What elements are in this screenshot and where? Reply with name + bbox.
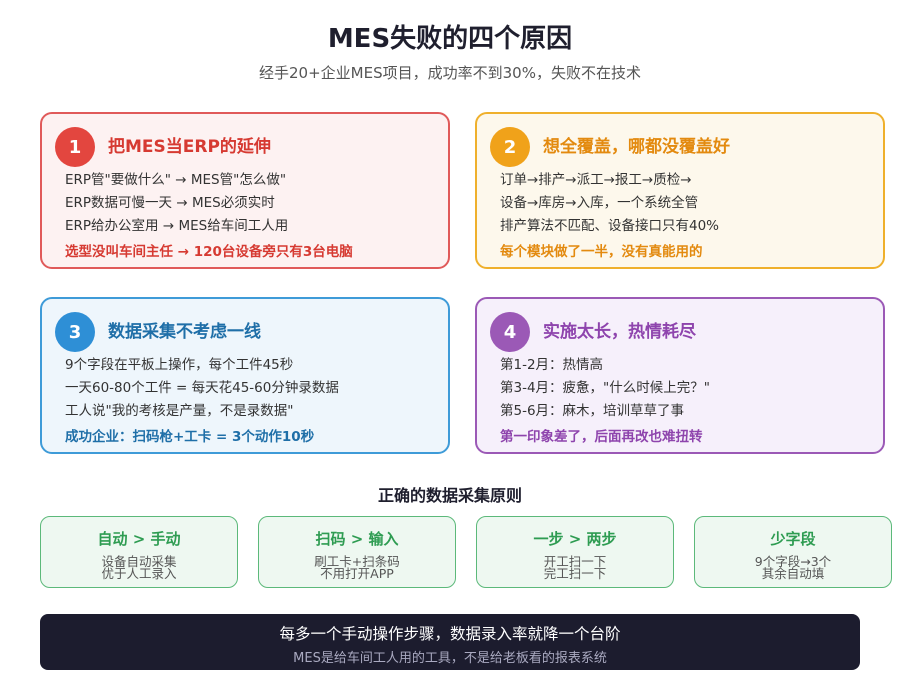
- reason-card-4: 4 实施太长，热情耗尽 第1-2月：热情高 第3-4月：疲惫，"什么时候上完？"…: [475, 297, 885, 454]
- reason-line: ERP管"要做什么" → MES管"怎么做": [65, 172, 287, 188]
- reason-title: 把MES当ERP的延伸: [108, 137, 271, 157]
- principle-title: 少字段: [770, 530, 816, 548]
- reason-line: 第3-4月：疲惫，"什么时候上完？": [500, 380, 710, 396]
- principle-card-one-step: 一步 > 两步 开工扫一下 完工扫一下: [476, 516, 674, 588]
- principle-card-auto: 自动 > 手动 设备自动采集 优于人工录入: [40, 516, 238, 588]
- number-badge: 2: [490, 127, 530, 167]
- principles-title: 正确的数据采集原则: [377, 486, 522, 505]
- principle-title: 自动 > 手动: [97, 530, 181, 548]
- principle-sub-1: 设备自动采集: [101, 554, 177, 569]
- footer-main-text: 每多一个手动操作步骤，数据录入率就降一个台阶: [279, 625, 621, 643]
- principle-card-scan: 扫码 > 输入 刷工卡+扫条码 不用打开APP: [258, 516, 456, 588]
- principle-title: 扫码 > 输入: [315, 530, 399, 548]
- number-badge: 3: [55, 312, 95, 352]
- reason-title: 想全覆盖，哪都没覆盖好: [543, 137, 730, 157]
- reason-line: 工人说"我的考核是产量，不是录数据": [65, 403, 294, 419]
- reason-line: ERP数据可慢一天 → MES必须实时: [65, 195, 275, 211]
- reason-card-1: 1 把MES当ERP的延伸 ERP管"要做什么" → MES管"怎么做" ERP…: [40, 112, 450, 269]
- principle-sub-1: 刷工卡+扫条码: [314, 554, 400, 569]
- principle-sub-2: 其余自动填: [761, 566, 825, 581]
- reason-line: 订单→排产→派工→报工→质检→: [500, 172, 692, 188]
- principle-sub-2: 完工扫一下: [543, 566, 607, 581]
- page-subtitle: 经手20+企业MES项目，成功率不到30%，失败不在技术: [259, 64, 641, 82]
- footer-sub-text: MES是给车间工人用的工具，不是给老板看的报表系统: [293, 651, 607, 666]
- number-badge: 4: [490, 312, 530, 352]
- reason-line: 一天60-80个工件 = 每天花45-60分钟录数据: [65, 380, 339, 396]
- reason-line: ERP给办公室用 → MES给车间工人用: [65, 218, 289, 234]
- page-title: MES失败的四个原因: [327, 24, 573, 54]
- principle-title: 一步 > 两步: [533, 530, 617, 548]
- reason-line: 第1-2月：热情高: [500, 357, 604, 373]
- reason-highlight: 每个模块做了一半，没有真能用的: [500, 244, 703, 260]
- principle-sub-2: 不用打开APP: [320, 566, 394, 581]
- reason-card-2: 2 想全覆盖，哪都没覆盖好 订单→排产→派工→报工→质检→ 设备→库房→入库，一…: [475, 112, 885, 269]
- principle-sub-1: 9个字段→3个: [754, 554, 832, 569]
- reason-card-3: 3 数据采集不考虑一线 9个字段在平板上操作，每个工件45秒 一天60-80个工…: [40, 297, 450, 454]
- reason-highlight: 成功企业：扫码枪+工卡 = 3个动作10秒: [65, 429, 315, 445]
- reason-line: 设备→库房→入库，一个系统全管: [500, 195, 699, 211]
- reason-line: 排产算法不匹配、设备接口只有40%: [500, 218, 720, 234]
- reason-title: 实施太长，热情耗尽: [543, 322, 696, 342]
- reason-line: 9个字段在平板上操作，每个工件45秒: [65, 357, 294, 373]
- footer-banner: 每多一个手动操作步骤，数据录入率就降一个台阶 MES是给车间工人用的工具，不是给…: [40, 614, 860, 670]
- reason-title: 数据采集不考虑一线: [108, 322, 261, 342]
- reason-line: 第5-6月：麻木，培训草草了事: [500, 403, 685, 419]
- principle-sub-1: 开工扫一下: [543, 554, 607, 569]
- number-badge: 1: [55, 127, 95, 167]
- principle-card-fewer-fields: 少字段 9个字段→3个 其余自动填: [694, 516, 892, 588]
- reason-highlight: 选型没叫车间主任 → 120台设备旁只有3台电脑: [65, 244, 353, 260]
- principle-sub-2: 优于人工录入: [101, 566, 177, 581]
- reason-highlight: 第一印象差了，后面再改也难扭转: [500, 429, 703, 445]
